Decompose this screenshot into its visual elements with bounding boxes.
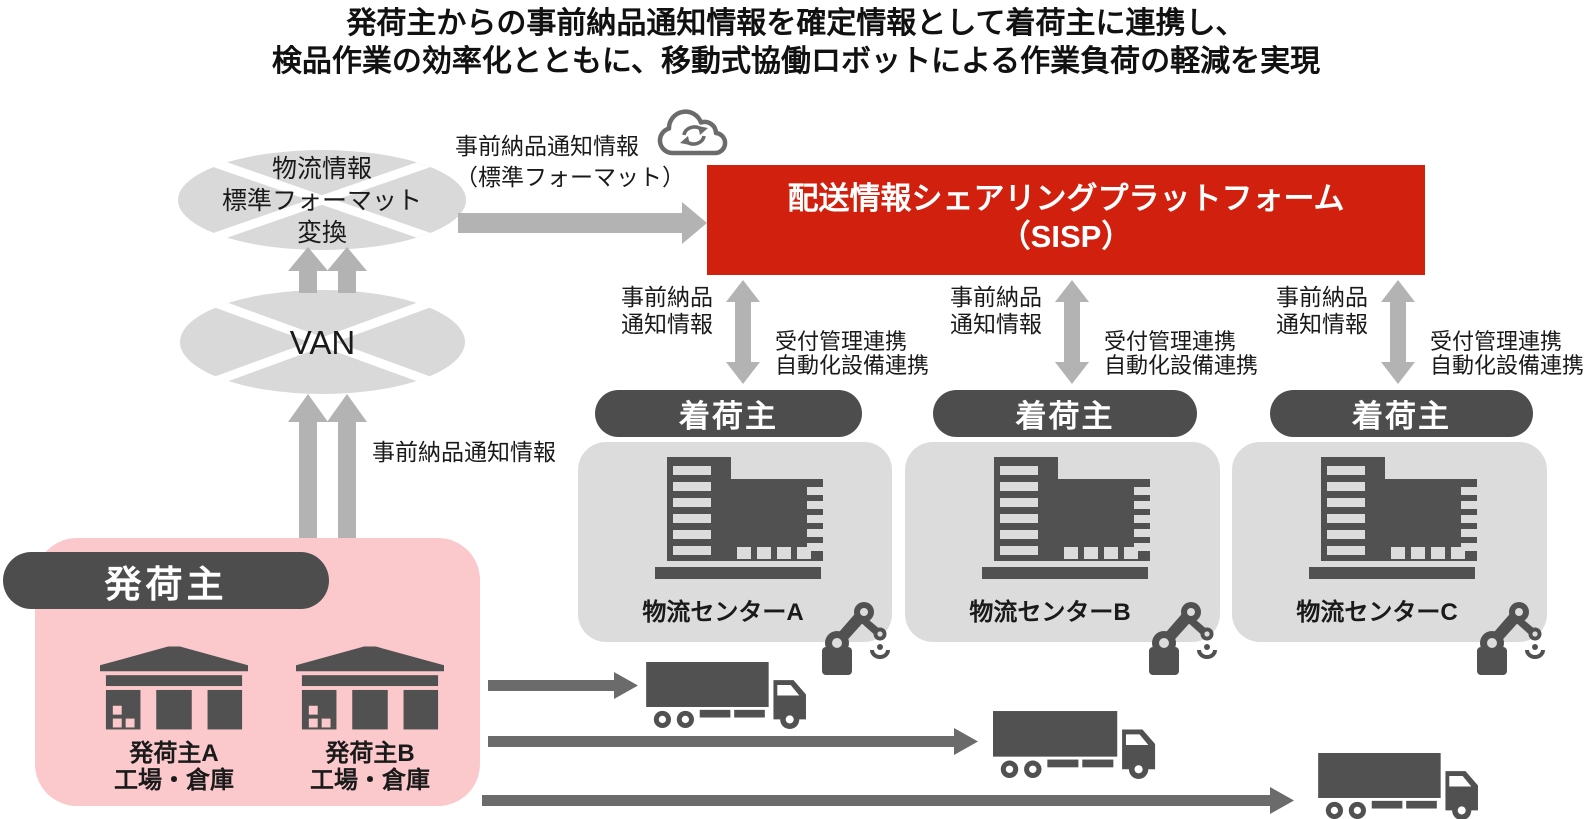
consignee-badge: 着荷主 — [1270, 390, 1533, 437]
std-label-line-2: （標準フォーマット） — [455, 164, 685, 190]
down-label: 事前納品 通知情報 — [601, 284, 713, 338]
down-label-line-1: 事前納品 — [1276, 284, 1368, 310]
network-ellipse-icon — [178, 150, 466, 250]
logistics-center-building-icon — [982, 457, 1150, 579]
site-type: 工場・倉庫 — [114, 767, 234, 794]
up-label: 受付管理連携 自動化設備連携 — [1430, 330, 1584, 378]
collaborative-robot-arm-icon — [1149, 602, 1217, 675]
converter-line-3: 変換 — [296, 219, 347, 247]
factory-warehouse-icon — [100, 646, 248, 730]
consignee-badge: 着荷主 — [933, 390, 1197, 437]
down-label-line-2: 通知情報 — [621, 311, 713, 337]
up-label-line-1: 受付管理連携 — [1430, 329, 1563, 354]
logistics-center-building-icon — [1309, 457, 1477, 579]
down-label-line-1: 事前納品 — [621, 284, 713, 310]
transport-arrow-icon — [488, 728, 978, 755]
cloud-sync-icon — [657, 109, 728, 156]
platform-abbr: （SISP） — [999, 219, 1133, 254]
up-label-line-1: 受付管理連携 — [775, 329, 908, 354]
converter-line-1: 物流情報 — [271, 155, 372, 183]
right-arrow-icon — [458, 202, 707, 244]
site-name: 発荷主B — [325, 740, 415, 767]
logistics-center-building-icon — [655, 457, 823, 579]
down-label: 事前納品 通知情報 — [1256, 284, 1368, 338]
down-label-line-2: 通知情報 — [1276, 311, 1368, 337]
down-label: 事前納品 通知情報 — [930, 284, 1042, 338]
delivery-truck-icon — [646, 662, 806, 729]
up-label: 受付管理連携 自動化設備連携 — [1104, 330, 1258, 378]
up-label-line-2: 自動化設備連携 — [1104, 353, 1259, 378]
facility-label: 物流センターA — [642, 599, 804, 626]
title-line-2: 検品作業の効率化とともに、移動式協働ロボットによる作業負荷の軽減を実現 — [271, 45, 1321, 78]
network-ellipse-icon — [180, 290, 465, 394]
up-label: 受付管理連携 自動化設備連携 — [775, 330, 929, 378]
page-title: 発荷主からの事前納品通知情報を確定情報として着荷主に連携し、 検品作業の効率化と… — [0, 5, 1592, 81]
platform-name: 配送情報シェアリングプラットフォーム — [787, 181, 1345, 216]
shipper-badge: 発荷主 — [3, 552, 329, 609]
collaborative-robot-arm-icon — [822, 602, 890, 675]
down-label-line-1: 事前納品 — [950, 284, 1042, 310]
consignee-badge: 着荷主 — [595, 390, 862, 437]
facility-label: 物流センターB — [969, 599, 1131, 626]
advance-notice-label: 事前納品通知情報 — [372, 439, 556, 465]
std-label-line-1: 事前納品通知情報 — [455, 133, 639, 159]
up-label-line-2: 自動化設備連携 — [1430, 353, 1585, 378]
double-arrow-icon — [1381, 280, 1415, 384]
delivery-truck-icon — [1318, 753, 1478, 819]
double-arrow-icon — [1055, 280, 1089, 384]
title-line-1: 発荷主からの事前納品通知情報を確定情報として着荷主に連携し、 — [346, 7, 1246, 40]
delivery-truck-icon — [993, 711, 1156, 779]
up-arrow-icon — [327, 394, 367, 538]
transport-arrow-icon — [488, 672, 638, 699]
up-arrow-icon — [288, 247, 328, 293]
up-label-line-1: 受付管理連携 — [1104, 329, 1237, 354]
collaborative-robot-arm-icon — [1477, 602, 1545, 675]
up-label-line-2: 自動化設備連携 — [775, 353, 930, 378]
shipper-site-label: 発荷主B 工場・倉庫 — [288, 740, 452, 794]
van-node: VAN — [289, 324, 356, 361]
up-arrow-icon — [327, 247, 367, 293]
converter-line-2: 標準フォーマット — [221, 187, 422, 215]
site-type: 工場・倉庫 — [310, 767, 430, 794]
up-arrow-icon — [288, 394, 328, 538]
shipper-site-label: 発荷主A 工場・倉庫 — [92, 740, 256, 794]
double-arrow-icon — [726, 280, 760, 384]
advance-notice-std-label: 事前納品通知情報 （標準フォーマット） — [455, 131, 685, 193]
facility-label: 物流センターC — [1296, 599, 1458, 626]
site-name: 発荷主A — [129, 740, 219, 767]
platform-box: 配送情報シェアリングプラットフォーム （SISP） — [707, 165, 1425, 275]
down-label-line-2: 通知情報 — [950, 311, 1042, 337]
transport-arrow-icon — [482, 787, 1294, 814]
factory-warehouse-icon — [296, 646, 444, 730]
format-converter-node: 物流情報 標準フォーマット 変換 — [168, 153, 476, 249]
